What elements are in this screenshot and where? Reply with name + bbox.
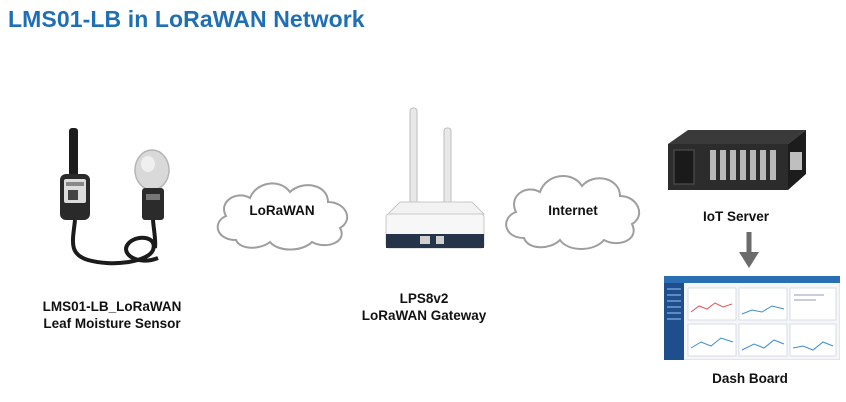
- cloud-shape: [505, 174, 641, 250]
- sensor-caption: LMS01-LB_LoRaWAN Leaf Moisture Sensor: [22, 298, 202, 332]
- server-image: [668, 130, 806, 190]
- cloud-shape: [216, 182, 349, 251]
- dashboard-image: [664, 276, 840, 360]
- sensor-description: Leaf Moisture Sensor: [43, 316, 181, 331]
- dashboard-label: Dash Board: [712, 371, 788, 386]
- gateway-caption: LPS8v2 LoRaWAN Gateway: [344, 290, 504, 324]
- sensor-device-image: [60, 128, 170, 266]
- gateway-description: LoRaWAN Gateway: [361, 308, 487, 323]
- gateway-device-image: [385, 107, 486, 249]
- internet-cloud: Internet: [498, 162, 648, 254]
- sensor-name: LMS01-LB_LoRaWAN: [42, 299, 182, 314]
- lorawan-cloud-label: LoRaWAN: [249, 203, 315, 218]
- gateway-name: LPS8v2: [399, 291, 449, 306]
- server-label: IoT Server: [702, 209, 770, 224]
- page-title: LMS01-LB in LoRaWAN Network: [8, 6, 365, 32]
- down-arrow-icon: [739, 232, 759, 268]
- internet-cloud-label: Internet: [548, 203, 598, 218]
- lorawan-cloud: LoRaWAN: [208, 170, 356, 254]
